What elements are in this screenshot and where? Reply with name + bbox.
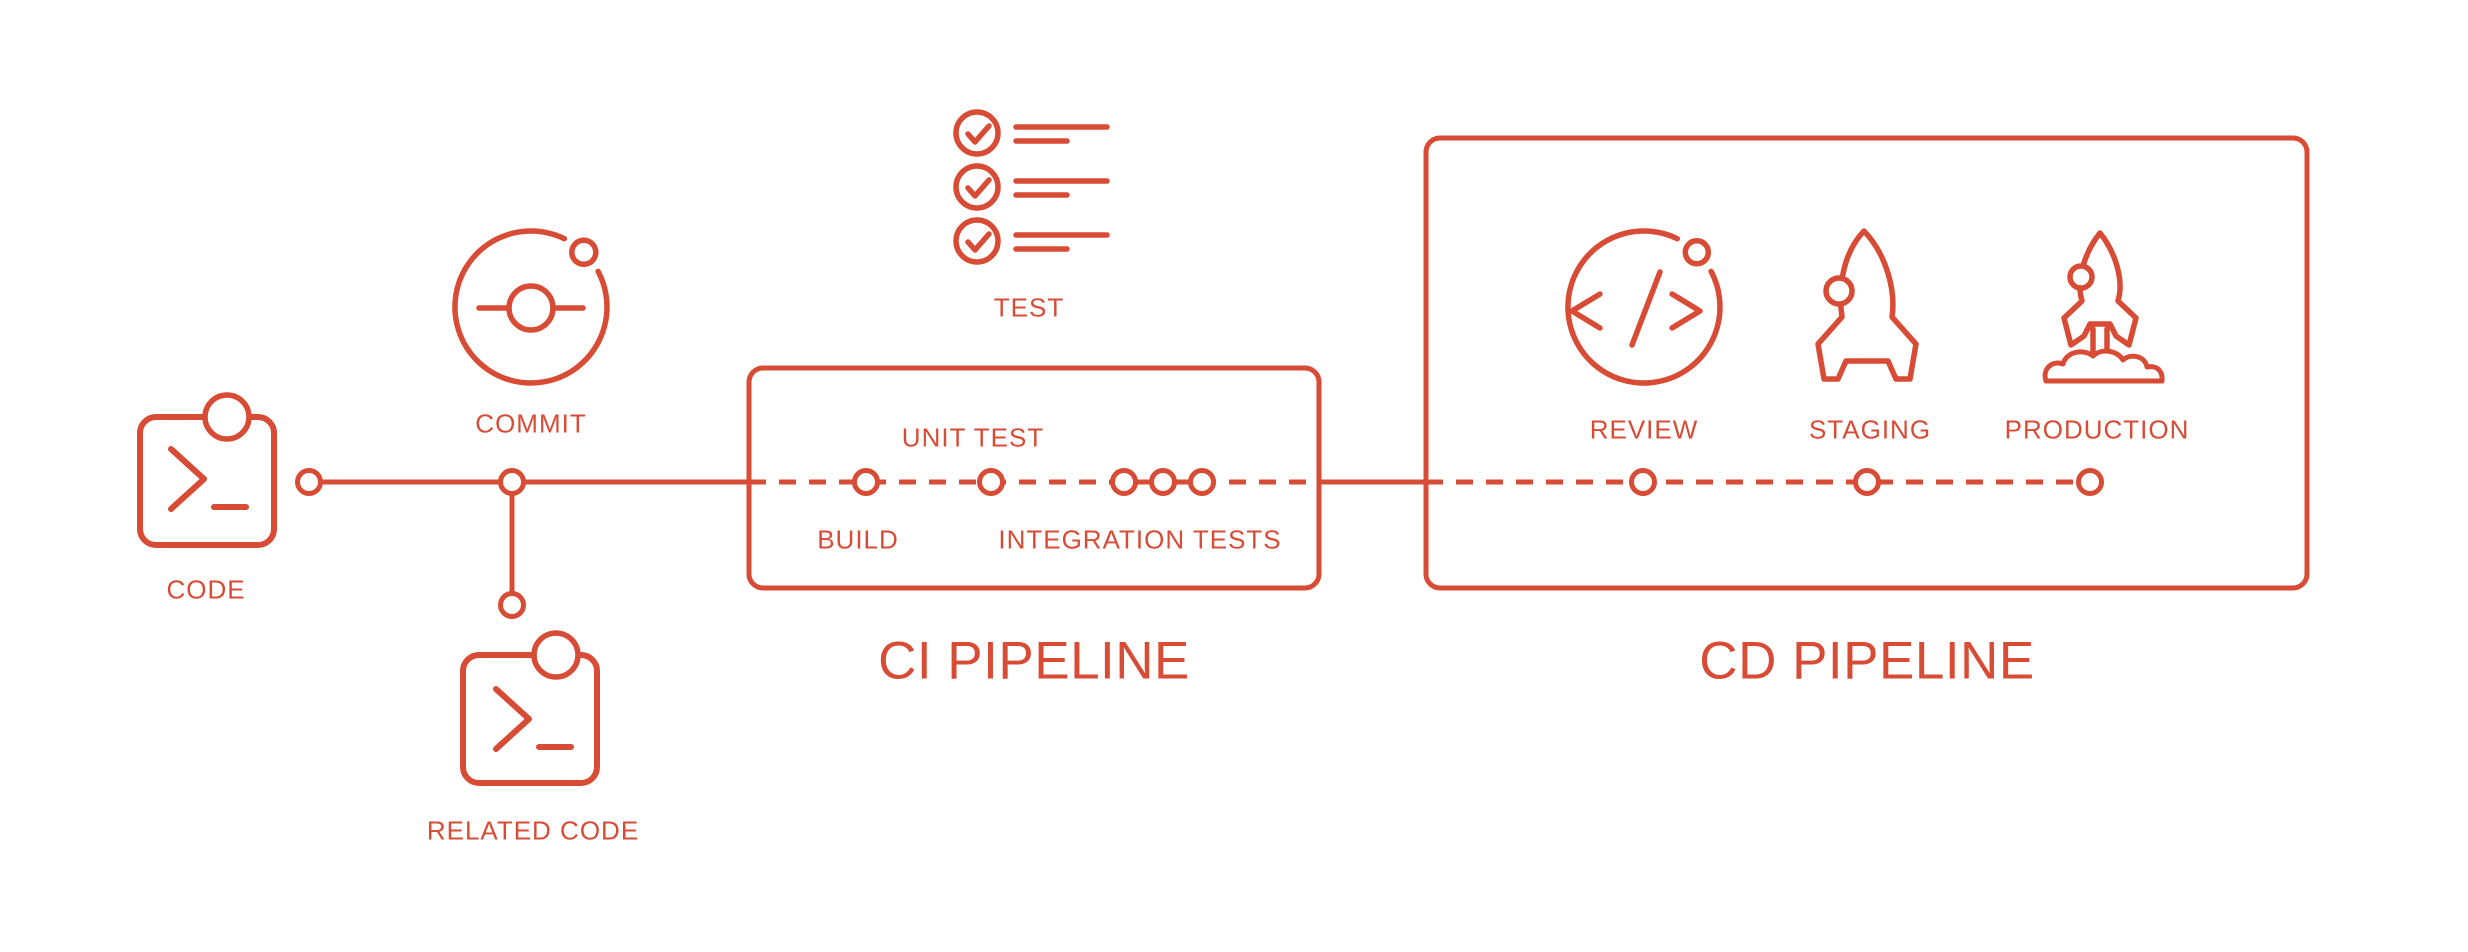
production-node: [2076, 468, 2104, 496]
checklist-icon: [953, 109, 1110, 265]
related-code-node: [498, 591, 526, 619]
cd-pipeline-title: CD PIPELINE: [1699, 631, 2035, 691]
pipeline-nodes: [295, 468, 2104, 619]
production-label: PRODUCTION: [2004, 414, 2190, 445]
code-label: CODE: [166, 574, 246, 605]
commit-label: COMMIT: [475, 408, 587, 439]
integration-test-node: [1110, 468, 1138, 496]
unit-test-node: [977, 468, 1005, 496]
unit-test-label: UNIT TEST: [901, 422, 1045, 453]
integration-tests-label: INTEGRATION TESTS: [998, 524, 1282, 555]
rocket-icon: [1815, 228, 1919, 382]
ci-pipeline-box: [746, 365, 1322, 591]
code-output-node: [295, 468, 323, 496]
integration-test-node: [1188, 468, 1216, 496]
staging-node: [1853, 468, 1881, 496]
rocket-launch-icon: [2042, 230, 2165, 384]
terminal-icon: [460, 630, 600, 786]
related-code-label: RELATED CODE: [426, 815, 640, 846]
test-label: TEST: [993, 292, 1065, 323]
terminal-icon: [137, 392, 277, 548]
review-label: REVIEW: [1589, 414, 1699, 445]
integration-test-node: [1149, 468, 1177, 496]
commit-node: [498, 468, 526, 496]
staging-label: STAGING: [1808, 414, 1932, 445]
git-commit-icon: [452, 228, 610, 386]
code-review-icon: [1565, 228, 1723, 386]
cd-pipeline-box: [1423, 135, 2310, 591]
build-node: [852, 468, 880, 496]
build-label: BUILD: [817, 524, 899, 555]
review-node: [1629, 468, 1657, 496]
ci-pipeline-title: CI PIPELINE: [878, 631, 1190, 691]
